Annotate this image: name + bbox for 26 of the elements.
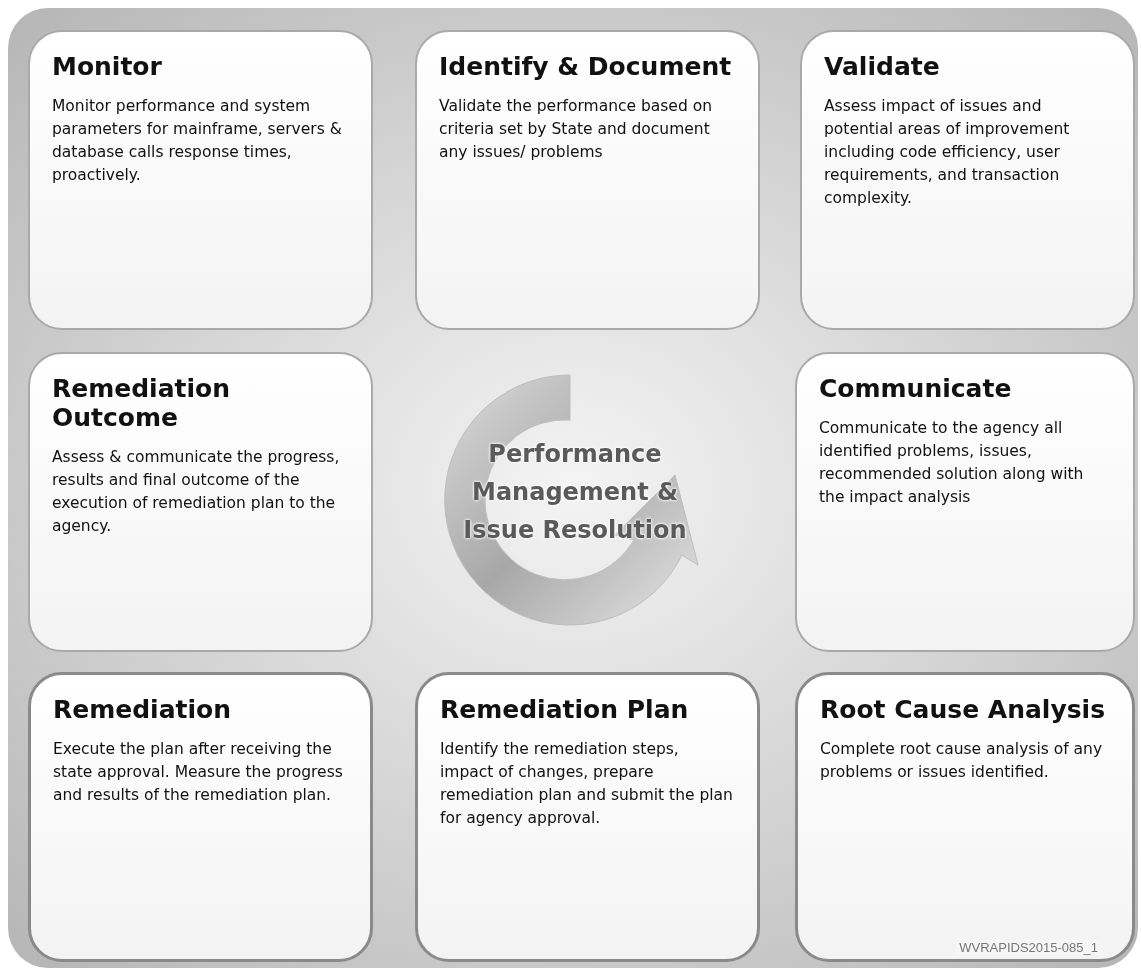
card-text: Execute the plan after receiving the state approval. Measure the progress and results of the remediation plan. (53, 739, 344, 806)
step-card (28, 352, 373, 652)
card-heading: Monitor (52, 52, 162, 81)
step-card (28, 672, 373, 962)
step-card (800, 30, 1135, 330)
cycle-title: Performance Management & Issue Resolution (462, 439, 688, 546)
step-card (795, 672, 1135, 962)
card-text: Assess & communicate the progress, results and final outcome of the execution of remediation plan to the agency. (52, 447, 341, 537)
card-heading: Remediation Outcome (52, 374, 232, 432)
card-text: Assess impact of issues and potential areas of improvement including code efficiency, user requirements, and transaction complexity. (824, 96, 1071, 209)
card-text: Validate the performance based on criteria set by State and document any issues/ problems (439, 96, 713, 163)
step-card (795, 352, 1135, 652)
card-heading: Communicate (819, 374, 1012, 403)
card-heading: Root Cause Analysis (820, 695, 1106, 724)
card-text: Communicate to the agency all identified problems, issues, recommended solution along with the impact analysis (819, 418, 1085, 508)
step-card (415, 30, 760, 330)
card-text: Monitor performance and system parameters for mainframe, servers & database calls response times, proactively. (52, 96, 343, 186)
step-card (415, 672, 760, 962)
step-card (28, 30, 373, 330)
document-id: WVRAPIDS2015-085_1 (956, 940, 1101, 955)
card-heading: Remediation (53, 695, 232, 724)
card-heading: Validate (824, 52, 940, 81)
card-heading: Remediation Plan (440, 695, 689, 724)
card-heading: Identify & Document (439, 52, 732, 81)
card-text: Complete root cause analysis of any problems or issues identified. (820, 739, 1104, 783)
card-text: Identify the remediation steps, impact of changes, prepare remediation plan and submit the plan for agency approval. (440, 739, 734, 829)
